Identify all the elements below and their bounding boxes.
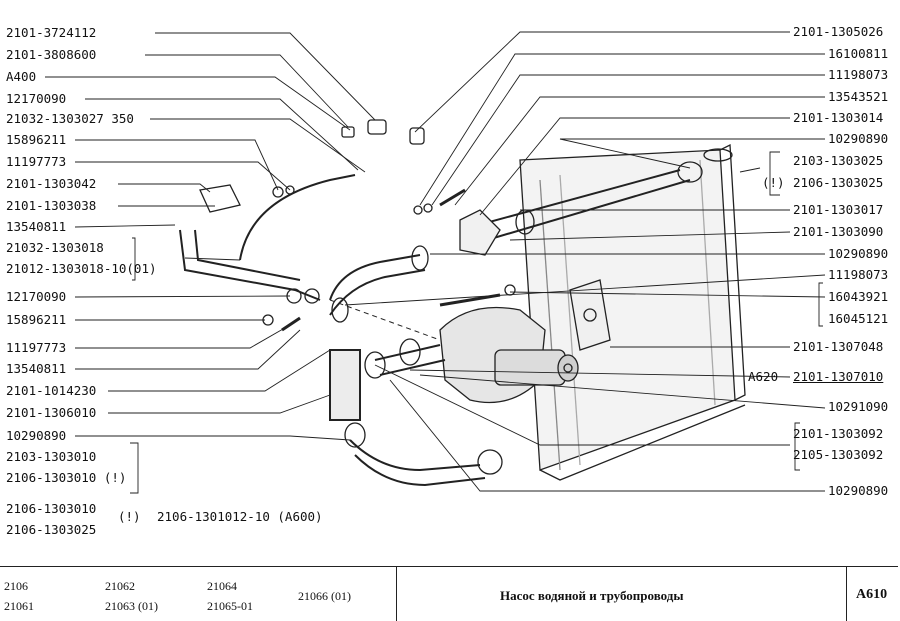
model-21066: 21066 (01) <box>298 589 351 603</box>
part-label-right: 11198073 <box>828 267 889 282</box>
part-label-right: 16100811 <box>828 46 889 61</box>
part-label-left: 2101-3808600 <box>6 47 97 62</box>
part-label-left: 21012-1303018-10(01) <box>6 261 157 276</box>
exploded-parts-diagram: 2101-3724112 2101-3808600 A400 12170090 … <box>6 24 889 537</box>
part-label-right: 16043921 <box>828 289 889 304</box>
model-21064: 21064 <box>207 579 237 593</box>
part-label-left: 15896211 <box>6 132 67 147</box>
part-label-left: 13540811 <box>6 219 67 234</box>
part-label-right: 2103-1303025 <box>793 153 884 168</box>
part-label-left: 11197773 <box>6 154 67 169</box>
part-label-left: 2101-1306010 <box>6 405 97 420</box>
part-label-left: 2101-3724112 <box>6 25 97 40</box>
part-label-right: 11198073 <box>828 67 889 82</box>
title-block: 2106 21061 21062 21063 (01) 21064 21065-… <box>0 566 898 621</box>
part-label-right: 10290890 <box>828 483 889 498</box>
page-title: Насос водяной и трубопроводы <box>500 588 684 603</box>
note-mark: (!) <box>118 509 141 524</box>
part-label-left: 13540811 <box>6 361 67 376</box>
part-label-left: 2101-1303042 <box>6 176 97 191</box>
part-label-left: 21032-1303027 350 <box>6 111 134 126</box>
part-label-left: 2106-1303010 <box>6 501 97 516</box>
part-label-left: 10290890 <box>6 428 67 443</box>
part-label-right: 10291090 <box>828 399 889 414</box>
model-21063: 21063 (01) <box>105 599 158 613</box>
model-21062: 21062 <box>105 579 135 593</box>
part-label-right: 2101-1303090 <box>793 224 884 239</box>
radiator <box>519 143 746 481</box>
part-label-right: 13543521 <box>828 89 889 104</box>
model-21065: 21065-01 <box>207 599 253 613</box>
part-label-left: 2101-1014230 <box>6 383 97 398</box>
part-label-left: 2101-1303038 <box>6 198 97 213</box>
part-label-right: 2101-1307010 <box>793 369 884 384</box>
part-label-right: 2101-1303017 <box>793 202 884 217</box>
part-label-left: 15896211 <box>6 312 67 327</box>
part-label-left: 2103-1303010 <box>6 449 97 464</box>
part-label-right: 10290890 <box>828 131 889 146</box>
part-label-left: 2106-1303010 (!) <box>6 470 127 485</box>
part-label-left: A400 <box>6 69 37 84</box>
part-label-left: 21032-1303018 <box>6 240 104 255</box>
part-label-left: 2106-1303025 <box>6 522 97 537</box>
divider <box>846 567 848 621</box>
part-label-left: 12170090 <box>6 91 67 106</box>
part-label-right: 2101-1305026 <box>793 24 884 39</box>
small-parts <box>199 119 703 475</box>
leader-lines-right <box>130 31 826 494</box>
leader-lines-left <box>45 32 376 441</box>
part-label-left: 11197773 <box>6 340 67 355</box>
part-label-right: 16045121 <box>828 311 889 326</box>
part-label-right: 2101-1307048 <box>793 339 884 354</box>
part-label-right: 2106-1303025 <box>793 175 884 190</box>
note-text: 2106-1301012-10 (A600) <box>157 509 323 524</box>
a620-prefix: A620 <box>748 369 779 384</box>
divider <box>396 567 398 621</box>
part-label-right: 2105-1303092 <box>793 447 884 462</box>
part-label-right: 10290890 <box>828 246 889 261</box>
pipes <box>179 169 691 487</box>
part-label-right: 2101-1303014 <box>793 110 884 125</box>
parts-drawing <box>45 31 826 494</box>
note-mark: (!) <box>762 175 785 190</box>
part-label-left: 12170090 <box>6 289 67 304</box>
part-label-right: 2101-1303092 <box>793 426 884 441</box>
model-2106: 2106 <box>4 579 28 593</box>
page-code: A610 <box>856 587 888 602</box>
model-21061: 21061 <box>4 599 34 613</box>
